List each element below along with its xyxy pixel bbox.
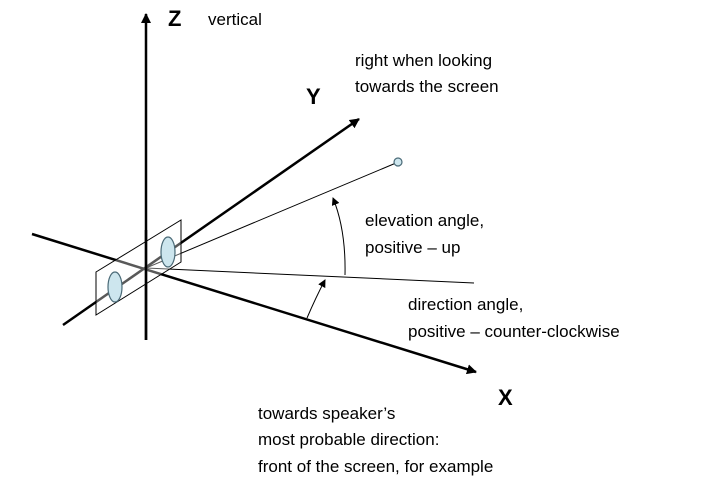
z-axis-letter: Z [168, 6, 181, 31]
x-axis-line [31, 232, 477, 375]
elevation-label-line-2: positive – up [365, 238, 460, 257]
microphone-left [107, 271, 123, 303]
y-axis-letter: Y [306, 84, 321, 109]
y-axis-note-line-1: right when looking [355, 51, 492, 70]
elevation-arc [331, 197, 346, 276]
x-axis-note-line-3: front of the screen, for example [258, 457, 493, 476]
direction-label-line-1: direction angle, [408, 295, 523, 314]
x-axis-note-line-2: most probable direction: [258, 430, 439, 449]
y-axis-note-line-2: towards the screen [355, 77, 499, 96]
z-axis-note: vertical [208, 10, 262, 29]
x-axis-letter: X [498, 385, 513, 410]
target-point [393, 157, 403, 167]
target-ray [145, 162, 397, 269]
projection-line [145, 267, 475, 284]
direction-label-line-2: positive – counter-clockwise [408, 322, 620, 341]
x-axis-note-line-1: towards speaker’s [258, 404, 395, 423]
microphone-right [160, 236, 176, 268]
direction-arc [306, 279, 326, 319]
elevation-label-line-1: elevation angle, [365, 211, 484, 230]
